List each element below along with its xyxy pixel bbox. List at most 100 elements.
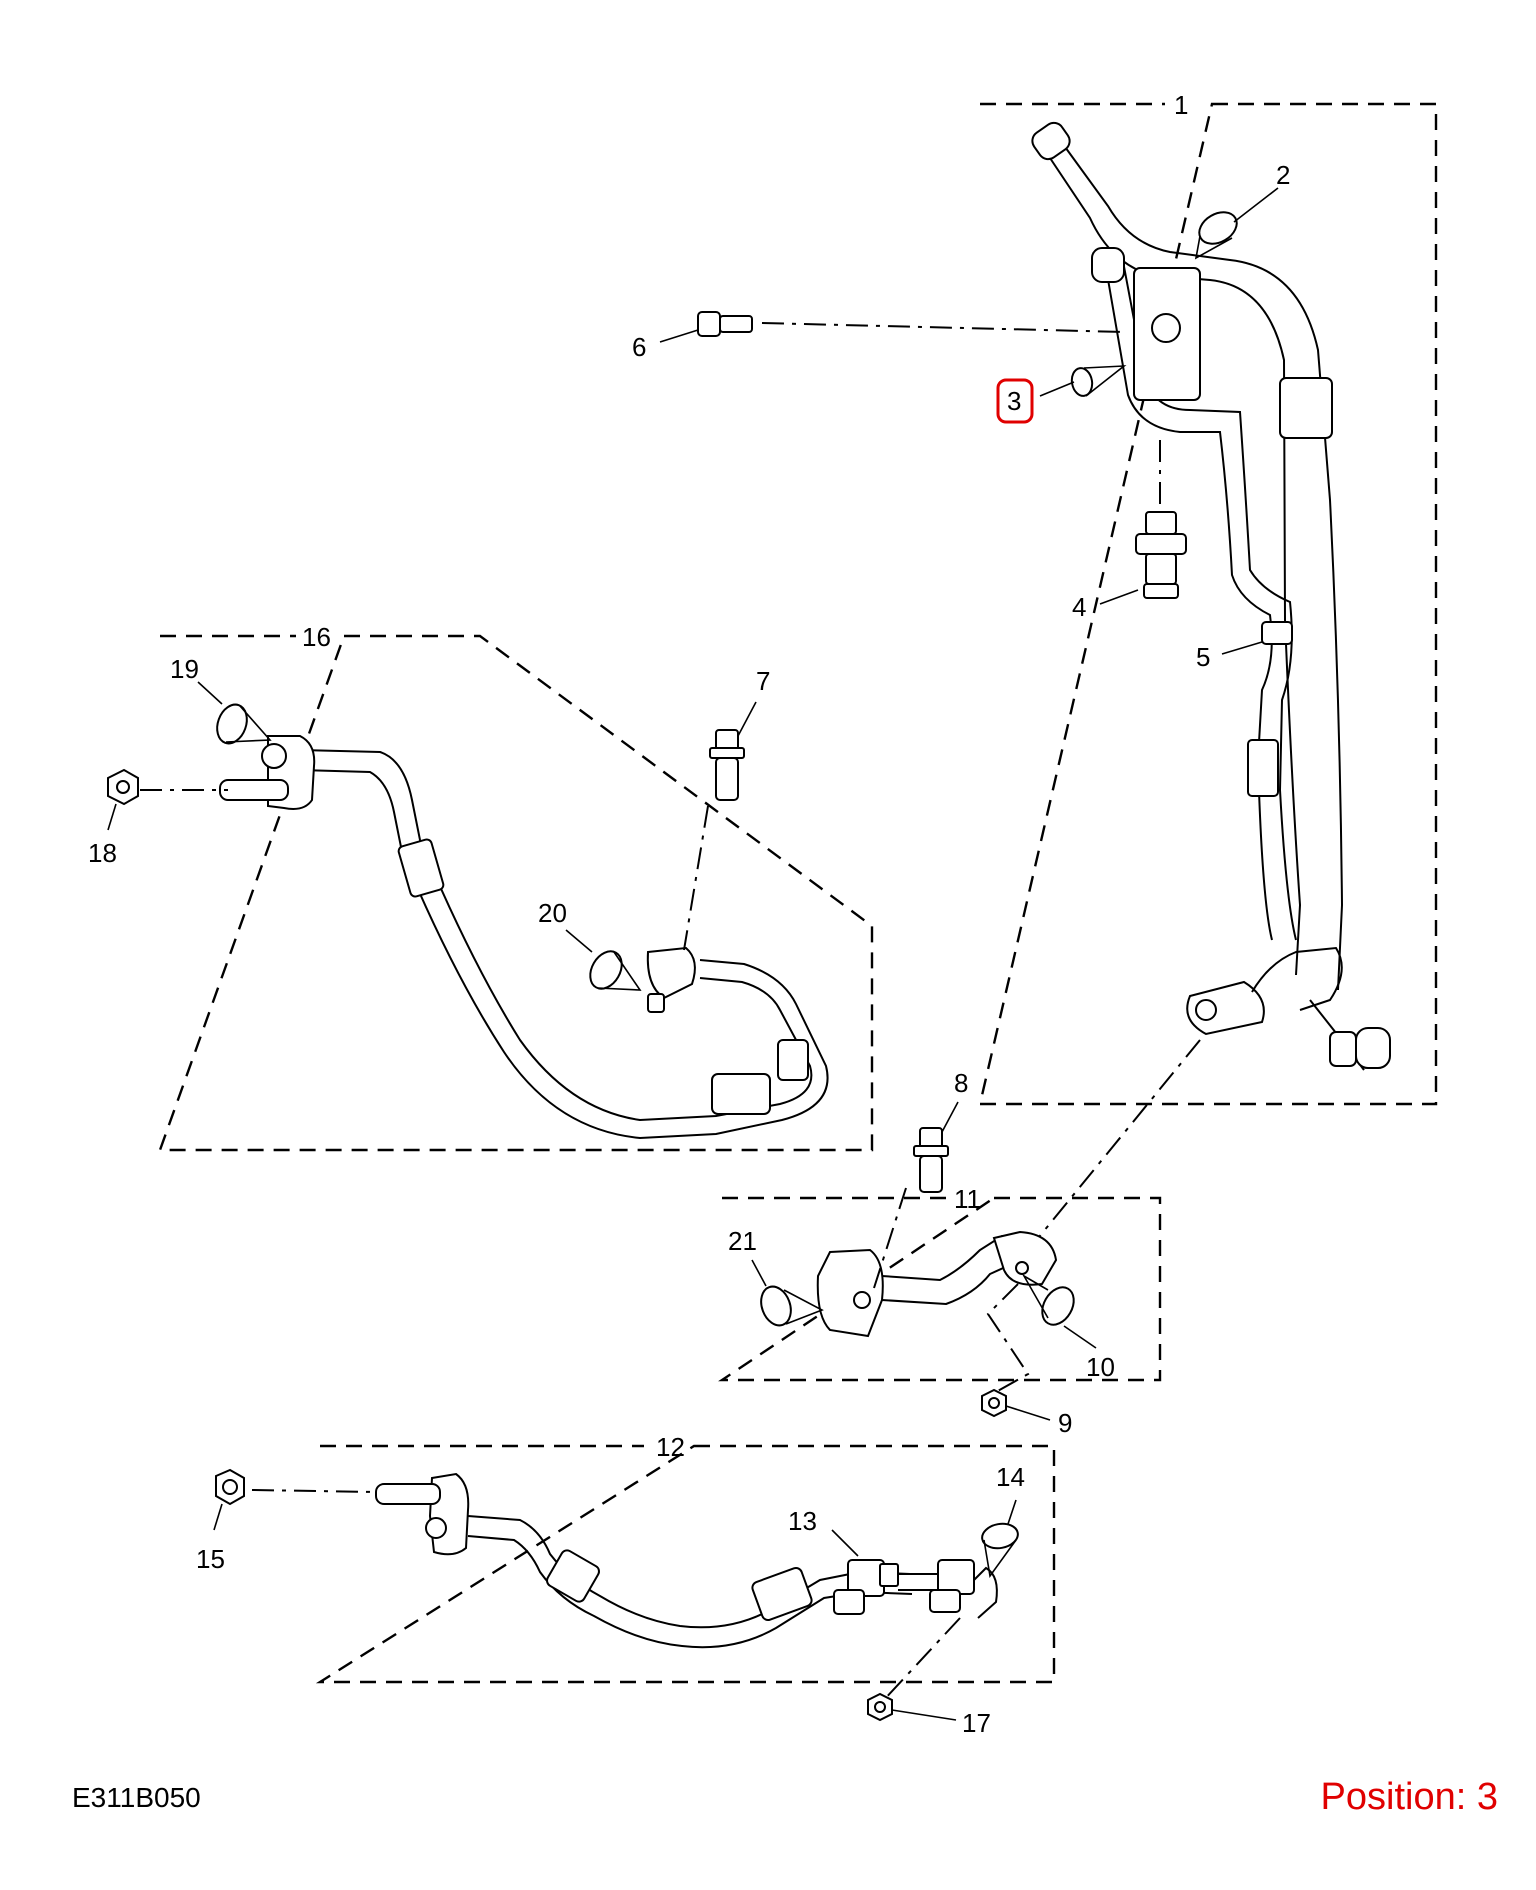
group-12-frame	[315, 1444, 1056, 1684]
callout-4[interactable]: 4	[1072, 592, 1086, 622]
port-12	[425, 1517, 447, 1539]
leader-19	[197, 681, 223, 705]
diagram-code: E311B050	[72, 1782, 201, 1813]
pressure-switch-4	[1135, 511, 1187, 599]
nut-9	[981, 1388, 1007, 1418]
manifold-port	[1151, 313, 1181, 343]
leader-2	[1233, 187, 1279, 223]
bolt-8	[913, 1127, 949, 1193]
leader-4	[1099, 589, 1139, 605]
o-ring-14	[981, 1522, 1019, 1579]
callout-11[interactable]: 11	[954, 1184, 981, 1214]
group-16-frame	[158, 634, 874, 1152]
centerline-group1-to-11	[1029, 1039, 1201, 1249]
pipe-11-lower	[881, 1263, 1013, 1306]
callout-21[interactable]: 21	[728, 1226, 757, 1256]
leader-14	[1007, 1499, 1017, 1525]
tube-stub-16	[219, 779, 289, 801]
callout-3[interactable]: 3	[1007, 386, 1021, 416]
hose-12-inner	[467, 1535, 913, 1649]
fitting-block-11-right-hole	[1015, 1261, 1029, 1275]
leader-18	[107, 803, 117, 831]
leader-5	[1221, 641, 1263, 655]
hose-sleeve-upper	[1279, 377, 1333, 439]
hose-16-sleeve-a	[397, 838, 445, 898]
callout-3-highlight	[996, 378, 1034, 424]
callout-7[interactable]: 7	[756, 666, 770, 696]
fitting-block-11-right	[992, 1230, 1058, 1286]
callout-2[interactable]: 2	[1276, 160, 1290, 190]
port-16	[261, 743, 287, 769]
callout-19[interactable]: 19	[170, 654, 199, 684]
liquid-line-left	[1104, 261, 1273, 941]
centerline-bolt-8	[873, 1187, 907, 1289]
o-ring-20	[589, 950, 642, 991]
nut-17	[867, 1692, 893, 1722]
group-1-frame	[978, 102, 1438, 1106]
leader-6	[659, 329, 699, 343]
callout-14[interactable]: 14	[996, 1462, 1025, 1492]
leader-8	[941, 1101, 959, 1133]
hose-12-outer	[467, 1515, 911, 1629]
callout-12[interactable]: 12	[656, 1432, 685, 1462]
callout-6[interactable]: 6	[632, 332, 646, 362]
clip-13-link	[898, 1573, 938, 1591]
clip-13-second	[929, 1559, 998, 1619]
bolt-6	[697, 311, 753, 337]
assembly-group-16: 16 7 18 19	[88, 622, 874, 1152]
callout-9[interactable]: 9	[1058, 1408, 1072, 1438]
hose-12-sleeve-a	[546, 1549, 600, 1603]
valve-cap	[1355, 1027, 1391, 1069]
bolt-7	[709, 729, 745, 801]
callout-15[interactable]: 15	[196, 1544, 225, 1574]
nut-18	[107, 768, 139, 806]
lower-hose-bend	[1251, 946, 1343, 1011]
centerline-nut-9	[986, 1283, 1030, 1393]
main-hose-outline-right	[1059, 139, 1344, 991]
centerline-nut-15	[251, 1489, 377, 1493]
hose-sleeve-lower	[1247, 739, 1279, 797]
clip-13	[833, 1559, 899, 1615]
hose-12-sleeve-b	[751, 1567, 813, 1621]
pipe-cap-top	[1031, 121, 1071, 161]
service-valve	[1329, 1031, 1357, 1067]
tube-stub-12	[375, 1483, 441, 1505]
assembly-group-1: 1 2	[632, 90, 1438, 1249]
lower-fitting-hole	[1195, 999, 1217, 1021]
assembly-group-12: 12 13 14	[196, 1432, 1056, 1738]
callout-8[interactable]: 8	[954, 1068, 968, 1098]
nut-15	[215, 1468, 245, 1506]
fitting-block-20	[646, 946, 696, 1000]
leader-20	[565, 929, 593, 953]
hose-16-sleeve-b	[711, 1073, 771, 1115]
leader-13	[831, 1529, 859, 1557]
fitting-block-11-hole	[853, 1291, 871, 1309]
callout-5[interactable]: 5	[1196, 642, 1210, 672]
leader-9	[1005, 1405, 1051, 1421]
leader-3	[1039, 381, 1075, 397]
callout-20[interactable]: 20	[538, 898, 567, 928]
callout-10[interactable]: 10	[1086, 1352, 1115, 1382]
callout-13[interactable]: 13	[788, 1506, 817, 1536]
leader-15	[213, 1503, 223, 1531]
o-ring-10	[1021, 1273, 1075, 1326]
o-ring-3	[1070, 365, 1127, 397]
assembly-group-11: 11 8 9 10	[718, 1068, 1162, 1438]
o-ring-19	[216, 703, 272, 745]
position-label: Position: 3	[1320, 1776, 1498, 1818]
centerline-bolt-7	[683, 805, 709, 951]
fitting-stub-20	[647, 993, 665, 1013]
leader-17	[891, 1709, 957, 1721]
liquid-line-right	[1121, 255, 1297, 941]
o-ring-2	[1194, 211, 1238, 260]
p-clip-5	[1261, 621, 1293, 645]
callout-18[interactable]: 18	[88, 838, 117, 868]
callout-16[interactable]: 16	[302, 622, 331, 652]
fitting-block-11	[816, 1248, 884, 1338]
leader-7	[737, 701, 757, 737]
callout-17[interactable]: 17	[962, 1708, 991, 1738]
callout-1[interactable]: 1	[1174, 90, 1188, 120]
pipe-cap-middle	[1091, 247, 1125, 283]
group-11-frame	[718, 1196, 1162, 1382]
